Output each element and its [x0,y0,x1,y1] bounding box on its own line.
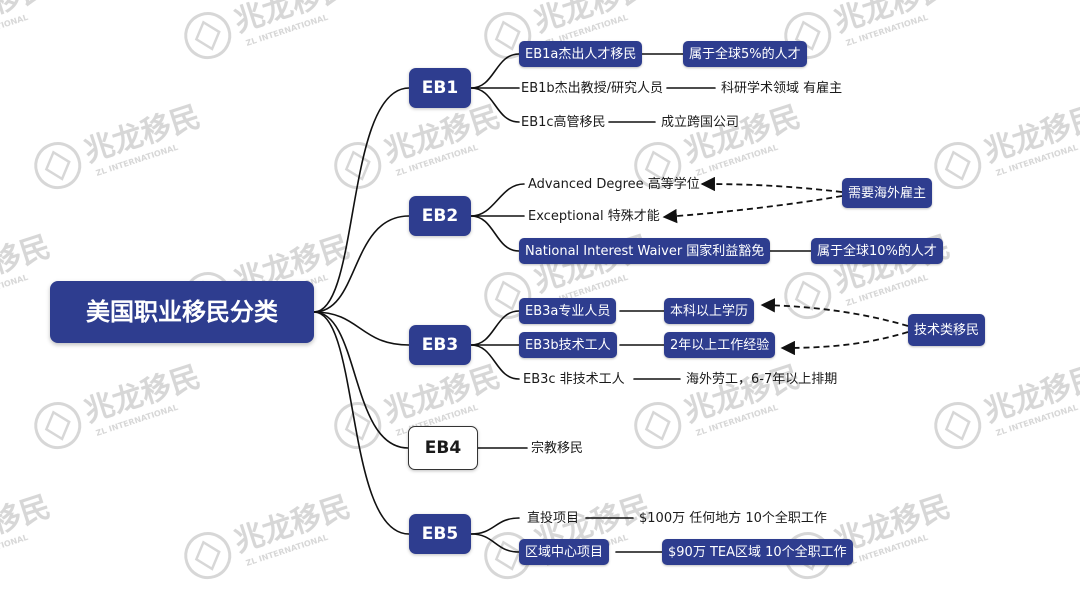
arrow-note-eb3-a [760,298,909,327]
eb2-niw-detail: 属于全球10%的人才 [811,238,943,264]
eb4-detail: 宗教移民 [531,440,584,456]
link-root-eb1 [313,87,410,313]
eb2-exceptional: Exceptional 特殊才能 [528,208,660,224]
link-eb3-c [470,344,520,380]
link-eb5-a [470,517,520,535]
arrow-note-eb2-b [662,195,843,224]
eb3a-detail: 本科以上学历 [664,298,755,324]
eb5-regional: 区域中心项目 [519,539,610,565]
eb1a-detail: 属于全球5%的人才 [683,41,807,67]
arrow-note-eb2-a [700,176,843,193]
category-eb3: EB3 [409,325,471,365]
eb3a-node: EB3a专业人员 [519,298,617,324]
root-node: 美国职业移民分类 [50,281,314,343]
eb2-note: 需要海外雇主 [842,178,933,208]
eb5-regional-detail: $90万 TEA区域 10个全职工作 [662,539,853,565]
eb3c-detail: 海外劳工，6-7年以上排期 [686,371,838,387]
arrow-note-eb3-b [780,331,909,356]
link-eb2-c [470,215,520,252]
eb3-note: 技术类移民 [908,314,986,346]
eb1b-detail: 科研学术领域 有雇主 [721,80,843,96]
eb5-direct-detail: $100万 任何地方 10个全职工作 [639,510,827,526]
eb2-advanced-degree: Advanced Degree 高等学位 [528,176,700,192]
category-eb5: EB5 [409,514,471,554]
eb3c-node: EB3c 非技术工人 [523,371,625,387]
category-eb2: EB2 [409,196,471,236]
eb1a-node: EB1a杰出人才移民 [519,41,643,67]
eb1c-detail: 成立跨国公司 [661,114,740,130]
category-eb1: EB1 [409,68,471,108]
eb1c-node: EB1c高管移民 [521,114,606,130]
link-root-eb3 [313,311,410,346]
link-eb5-b [470,533,520,553]
link-eb1-a [470,53,520,89]
eb5-direct: 直投项目 [527,510,580,526]
eb1b-node: EB1b杰出教授/研究人员 [521,80,664,96]
link-eb1-c [470,87,520,123]
eb2-niw: National Interest Waiver 国家利益豁免 [519,238,771,264]
eb3b-node: EB3b技术工人 [519,332,617,358]
link-root-eb4 [313,311,409,449]
link-root-eb5 [313,311,410,535]
category-eb4: EB4 [408,426,478,470]
link-eb3-a [470,310,520,346]
eb3b-detail: 2年以上工作经验 [664,332,776,358]
link-root-eb2 [313,215,410,313]
link-eb2-a [470,183,525,217]
